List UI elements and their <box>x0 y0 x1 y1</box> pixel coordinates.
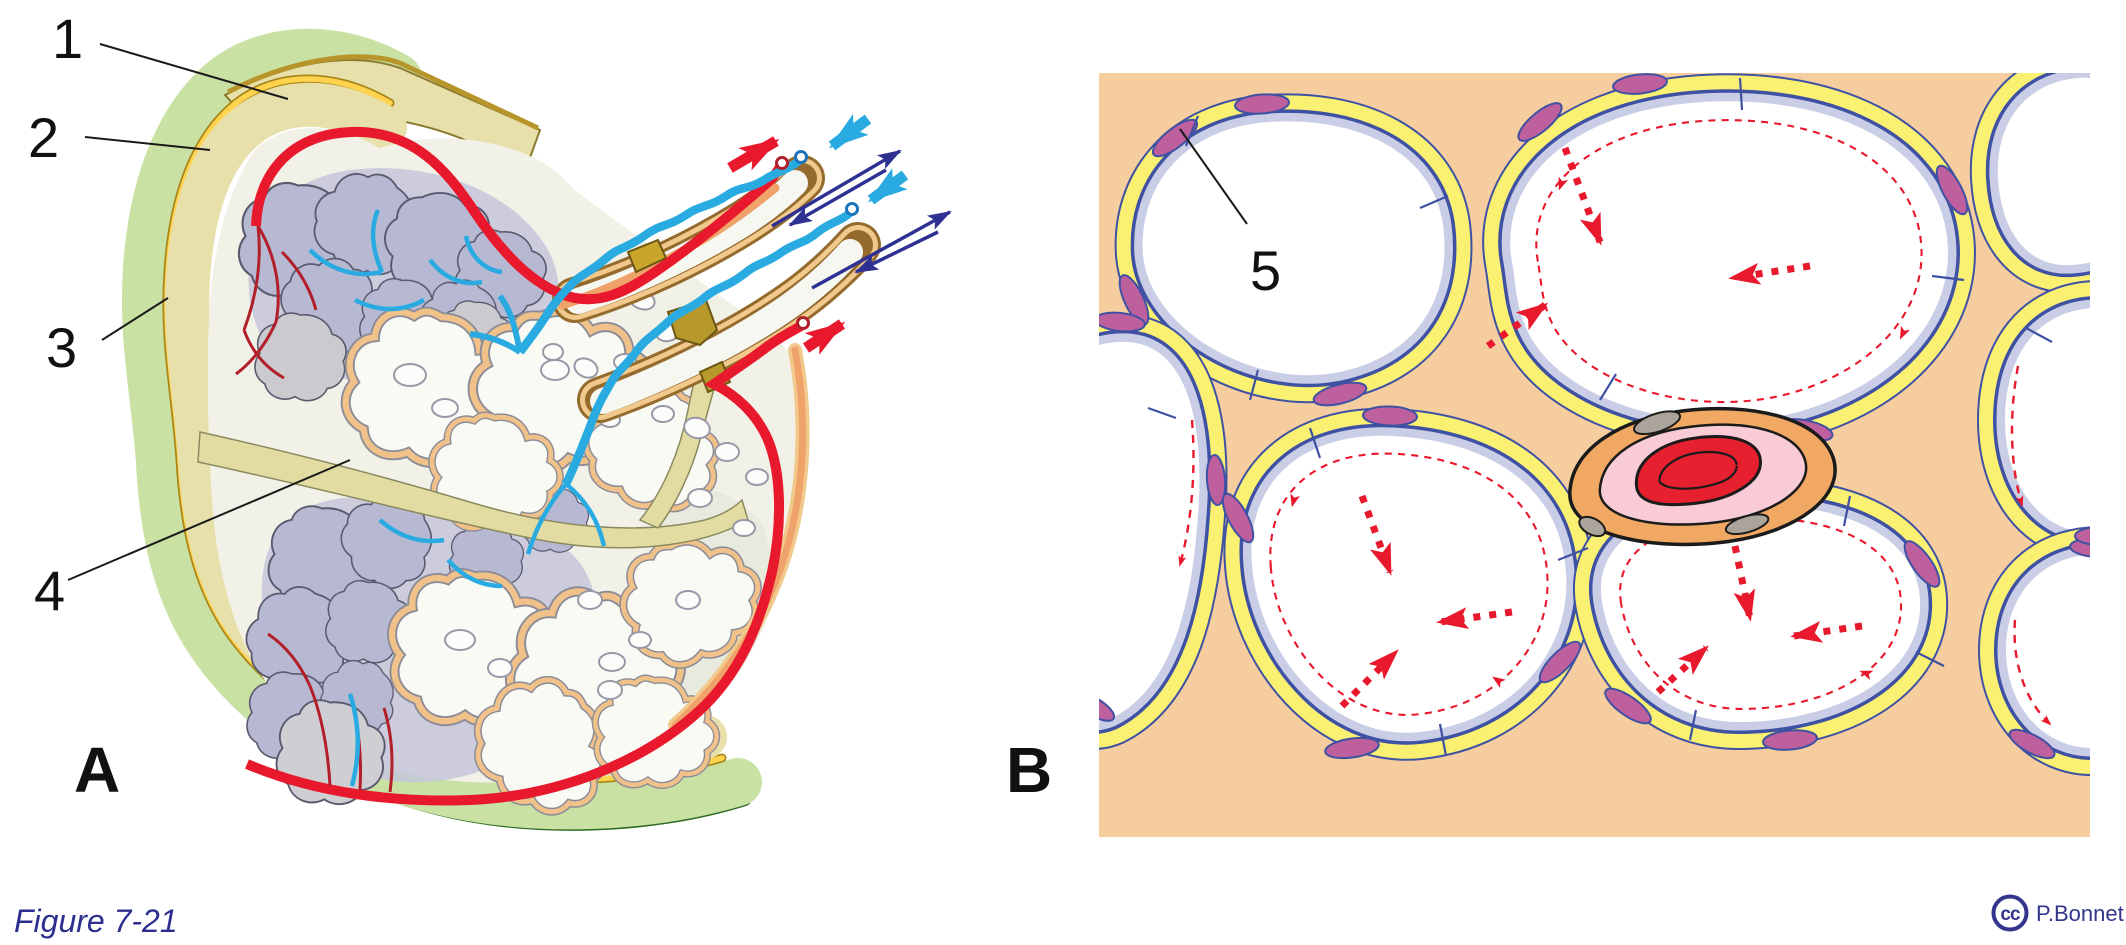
arterial-out-arrow-lower <box>802 319 846 355</box>
label-5: 5 <box>1250 239 1281 302</box>
vein-upper <box>516 156 803 355</box>
caption-row: Figure 7-21 cc P.Bonnet <box>14 894 2124 939</box>
leader-line-3 <box>101 297 169 341</box>
panel-b: 5 B <box>1006 73 2090 837</box>
cell-boundary-ticks <box>1147 77 2053 757</box>
endothelial-nuclei <box>1578 410 1770 538</box>
panel-b-letter: B <box>1006 734 1052 806</box>
venous-in-arrow-upper <box>828 114 872 151</box>
veins <box>308 156 854 787</box>
cc-license-icon: cc <box>1991 894 2029 932</box>
leader-line-5 <box>1179 128 1248 225</box>
membrane-contraction-dashes <box>1178 119 2052 726</box>
capsule-light-green-band <box>121 28 762 830</box>
leader-line-2 <box>84 136 211 151</box>
figure-caption: Figure 7-21 <box>14 903 178 939</box>
panel-a-annotations <box>67 43 351 581</box>
label-2: 2 <box>28 106 59 169</box>
arterial-out-arrow-upper <box>727 136 780 173</box>
arteries <box>235 126 804 806</box>
flow-arrows <box>727 114 952 355</box>
panel-a-letter: A <box>74 734 120 806</box>
label-3: 3 <box>46 316 77 379</box>
panel-a: 1 2 3 4 A <box>28 7 952 837</box>
venous-branches <box>308 209 607 787</box>
label-1: 1 <box>52 7 83 70</box>
label-4: 4 <box>34 559 65 622</box>
alveolus-5 <box>1143 121 1445 375</box>
alveolus-right <box>2005 308 2090 532</box>
venous-in-arrow-lower <box>867 168 909 205</box>
alveolus-bottom-right-edge <box>2006 554 2090 748</box>
alveolus-left-edge <box>1099 342 1199 722</box>
leader-line-4 <box>67 459 351 581</box>
arterial-branches <box>235 225 394 793</box>
vein-lower <box>562 208 854 486</box>
alveolus-contracting-top <box>1510 101 1948 421</box>
duct-out-arrow-lower <box>811 210 952 290</box>
capsular-artery-lower <box>245 321 804 806</box>
alveolus-top-right <box>1998 78 2090 265</box>
capillary <box>1568 406 1837 547</box>
leader-line-1 <box>99 43 289 100</box>
alveolus-contracting-bottom-left <box>1251 436 1566 733</box>
svg-text:cc: cc <box>2000 904 2021 925</box>
capsular-artery-upper <box>251 126 785 305</box>
duct-in-arrow-lower <box>854 230 939 274</box>
author-credit: P.Bonnet <box>2036 901 2124 926</box>
duct-in-arrow-upper <box>788 168 887 227</box>
contraction-arrows <box>1339 146 1863 709</box>
